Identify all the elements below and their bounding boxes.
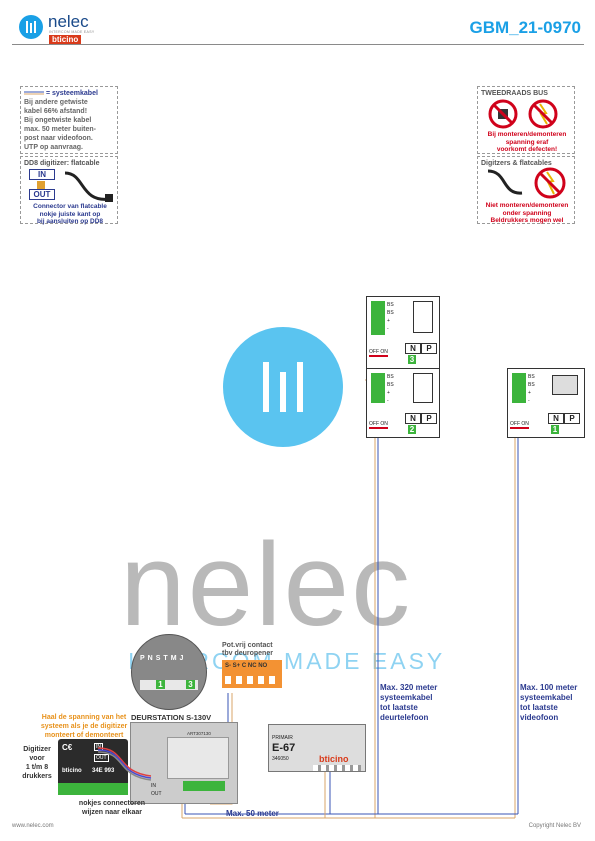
dd8-title: DD8 digitizer: flatcable [24,160,100,167]
digitizers-note: Digitzers & flatcables Niet monteren/dem… [477,156,575,224]
bus-note: TWEEDRAADS BUS Bij monteren/demonteren s… [477,86,575,154]
brand-name: nelec [48,12,89,31]
digitizer-bottom-caption: nokjes connectoren wijzen naar elkaar [78,800,146,816]
cable-note-line: Bij andere getwiste [24,99,88,106]
ce-mark: C€ [62,743,73,752]
n-label: N [405,413,421,424]
partner-logo: bticino [49,35,82,44]
bus-caption: Bij monteren/demonteren spanning eraf vo… [487,131,567,153]
terminal-labels: BS BS + - [528,374,535,404]
relay-module: S- S+ C NC NO [222,660,282,688]
terminal-block [371,301,385,335]
digitizer-brand: bticino [62,768,82,774]
off-on-switch[interactable]: OFF ON [369,421,388,429]
header-divider [12,44,584,45]
video-screen [552,375,578,395]
handset-top: BS BS + - OFF ON N P 3 [366,296,440,372]
off-on-switch[interactable]: OFF ON [369,349,388,357]
zoom-value: 3 [186,680,195,689]
no-cable-icon [487,167,566,199]
dd8-out-label: OUT [29,189,55,200]
off-on-switch[interactable]: OFF ON [510,421,529,429]
brand-tagline: INTERCOM MADE EASY [49,30,95,34]
brand-logo: nelec INTERCOM MADE EASY bticino [18,12,128,44]
station-in: IN [151,783,156,789]
station-out: OUT [151,791,162,797]
p-label: P [421,343,437,354]
nelec-logo-icon [19,15,43,39]
dd8-caption: Connector van flatcable nokje juiste kan… [33,203,107,225]
digitizer-module: C€ IN OUT bticino 34E 993 [58,739,128,795]
psu-terminals [313,765,361,771]
n-label: N [548,413,564,424]
psu-code: 346050 [272,756,289,762]
doc-code: GBM_21-0970 [469,18,581,37]
relay-terminals [225,676,279,684]
station-board [167,737,229,779]
door-station: ART307130 IN OUT [130,722,238,804]
bus-title: TWEEDRAADS BUS [481,90,548,97]
flatcable-icon [97,747,152,781]
terminal-block [371,373,385,403]
psu-brand: bticino [319,754,349,764]
no-plug-icon [488,99,558,129]
n-label: N [405,343,421,354]
flatcable-icon [37,171,113,202]
p-label: P [564,413,580,424]
digitizer-side-label: Digitizer voor 1 t/m 8 drukkers [22,746,52,780]
cable-note-line: UTP op aanvraag. [24,144,84,151]
max-100-annotation: Max. 100 meter systeemkabel tot laatste … [520,683,578,722]
handset-middle: BS BS + - OFF ON N P 2 [366,368,440,438]
watermark-word: nelec [120,519,413,651]
cable-legend-icon [24,91,44,95]
digitizer-warning: Haal de spanning van het systeem als je … [40,714,128,739]
cable-note: = systeemkabel Bij andere getwiste kabel… [20,86,118,154]
door-station-title: DEURSTATION S-130V [131,713,212,722]
handset-receiver [413,301,433,333]
cable-note-line: post naar videofoon. [24,135,93,142]
digitizer-terminals [58,783,128,795]
psu-label: E-67 [272,742,296,754]
psu-module: PRIMAIR E-67 346050 bticino [268,724,366,772]
watermark-logo-icon [223,327,343,447]
videophone: BS BS + - OFF ON N P 1 [507,368,585,438]
cable-note-line: kabel 66% afstand! [24,108,88,115]
dd8-note: DD8 digitizer: flatcable IN OUT Connecto… [20,156,118,225]
footer-url[interactable]: www.nelec.com [12,823,54,829]
digitizers-caption: Niet monteren/demonteren onder spanning … [485,202,569,224]
zoom-labels: PNSTMJ [140,655,187,662]
zoom-terminals [140,680,198,690]
cable-note-line: max. 50 meter buiten- [24,126,96,133]
p-label: P [421,413,437,424]
cable-legend: = systeemkabel [24,89,114,98]
station-article: ART307130 [187,731,211,736]
max-50-annotation: Max. 50 meter [226,809,279,818]
terminal-zoom: PNSTMJ 1 3 [131,634,207,710]
terminal-block [512,373,526,403]
relay-title: Pot.vrij contact tbv deuropener [222,642,273,657]
zoom-value: 1 [156,680,165,689]
digitizers-title: Digitzers & flatcables [481,160,552,167]
footer-copyright: Copyright Nelec BV [528,823,581,829]
psu-primair: PRIMAIR [272,735,293,741]
n-value: 1 [551,425,559,434]
terminal-labels: BS BS + - [387,374,394,404]
cable-note-line: Bij ongetwiste kabel [24,117,92,124]
n-value: 3 [408,355,416,364]
digitizer-code: 34E 993 [92,768,115,774]
terminal-labels: BS BS + - [387,302,394,332]
n-value: 2 [408,425,416,434]
station-terminals [183,781,225,791]
handset-receiver [413,373,433,403]
max-320-annotation: Max. 320 meter systeemkabel tot laatste … [380,683,438,722]
dd8-in-label: IN [29,169,55,180]
digitizer-out: OUT [94,754,109,762]
relay-labels: S- S+ C NC NO [225,663,268,669]
